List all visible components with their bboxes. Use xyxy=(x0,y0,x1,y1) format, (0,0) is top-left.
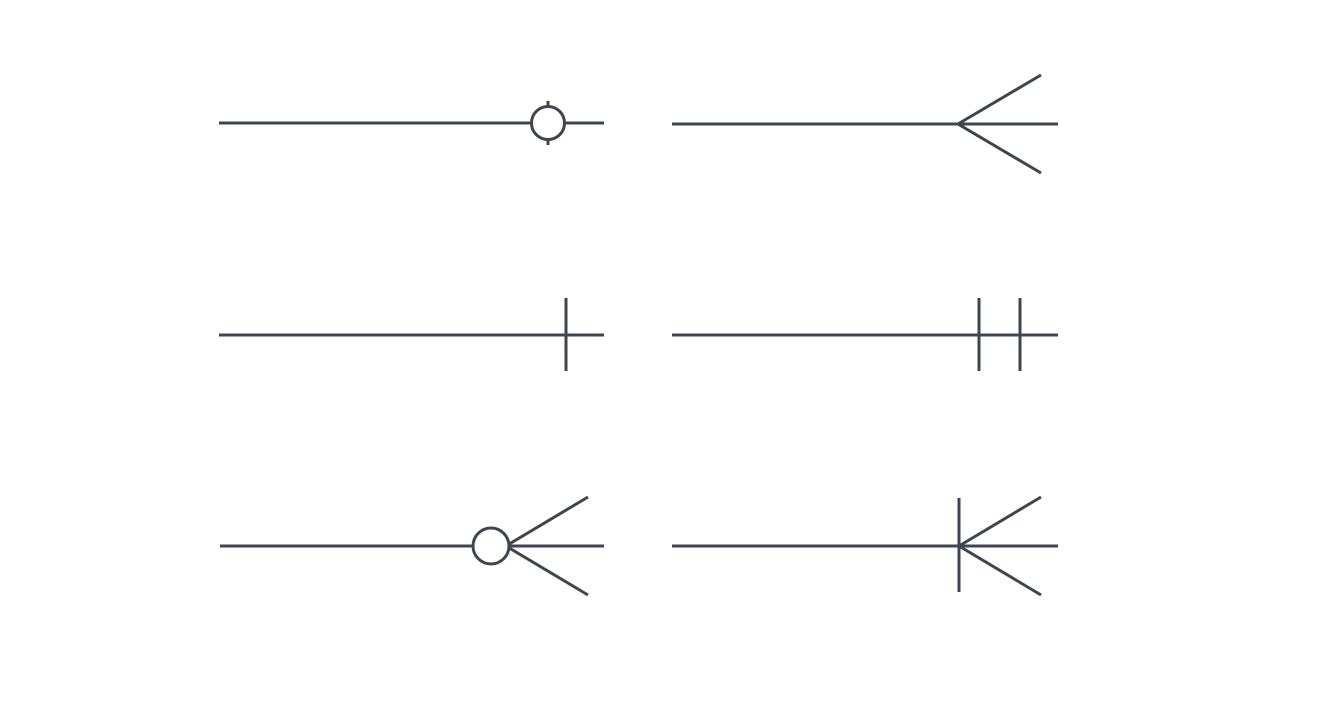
notation-one xyxy=(219,298,604,371)
crow-foot-lower xyxy=(505,544,589,597)
notation-many xyxy=(672,73,1058,175)
crow-foot-upper xyxy=(957,73,1042,126)
crow-foot-upper xyxy=(958,495,1042,548)
notation-one-or-many xyxy=(672,495,1058,597)
crow-foot-lower xyxy=(958,544,1042,597)
notation-zero-or-one xyxy=(219,101,604,145)
crow-foot-upper xyxy=(505,495,589,548)
notation-one-and-only-one xyxy=(672,298,1058,371)
notation-zero-or-many xyxy=(220,495,604,597)
crow-foot-lower xyxy=(957,122,1042,175)
zero-circle xyxy=(471,526,511,566)
zero-circle xyxy=(530,105,566,141)
